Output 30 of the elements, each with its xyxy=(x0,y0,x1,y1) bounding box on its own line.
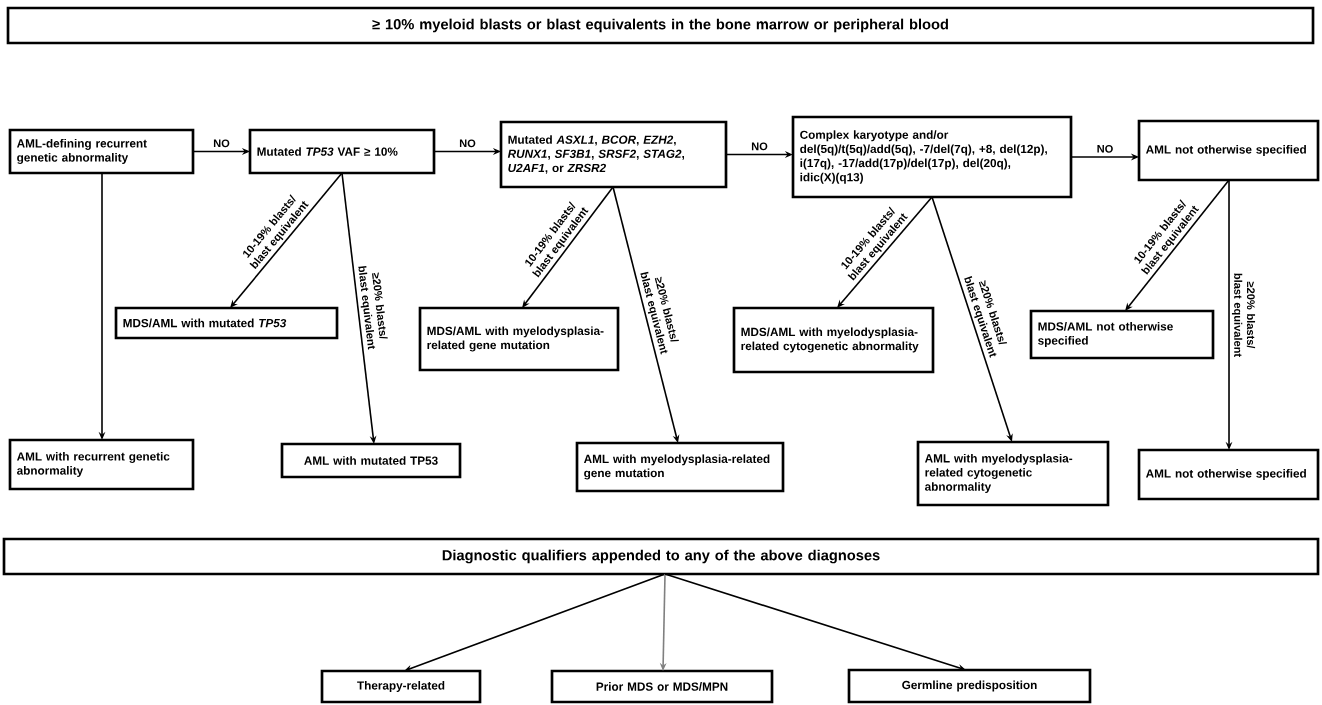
arrow xyxy=(404,573,666,672)
diagnosis-box: AML with recurrent genetic abnormality xyxy=(8,438,195,491)
diagnosis-box: Mutated ASXL1, BCOR, EZH2, RUNX1, SF3B1, SRSF2, STAG2, U2AF1, or ZRSR2 xyxy=(499,120,728,189)
diagnosis-box: AML not otherwise specified xyxy=(1137,119,1320,182)
diagnosis-box: AML with mutated TP53 xyxy=(280,442,462,479)
diagnosis-box: AML-defining recurrent genetic abnormality xyxy=(8,128,195,175)
arrow xyxy=(1125,179,1230,311)
diagnosis-box: MDS/AML with myelodysplasia-related cytogenetic abnormality xyxy=(732,306,935,374)
arrow xyxy=(837,196,933,308)
diagnosis-box: AML with myelodysplasia-related cytogenetic abnormality xyxy=(916,440,1110,507)
diagnosis-box: MDS/AML with myelodysplasia-related gene mutation xyxy=(418,306,620,372)
diagnosis-box: MDS/AML with mutated TP53 xyxy=(114,306,339,340)
diagnosis-box: Therapy-related xyxy=(320,669,482,704)
edge-label: NO xyxy=(751,142,768,151)
diagnosis-box: Prior MDS or MDS/MPN xyxy=(550,669,774,704)
edge-label: NO xyxy=(1097,144,1113,153)
diagnosis-box: Complex karyotype and/or del(5q)/t(5q)/add(5q), -7/del(7q), +8, del(12p), i(17q), -17/add(17p)/del(17p), del(20q), idic(X)(q13) xyxy=(791,115,1073,199)
diagnosis-box: Mutated TP53 VAF ≥ 10% xyxy=(248,128,436,175)
diagnosis-box: AML with myelodysplasia-related gene mutation xyxy=(575,441,785,493)
header-box: Diagnostic qualifiers appended to any of the above diagnoses xyxy=(2,537,1320,576)
arrow xyxy=(522,186,614,308)
diagnosis-box: MDS/AML not otherwise specified xyxy=(1029,309,1215,360)
diagnosis-box: AML not otherwise specified xyxy=(1137,448,1320,501)
edge-label: NO xyxy=(213,139,230,148)
header-box: ≥ 10% myeloid blasts or blast equivalents in the bone marrow or peripheral blood xyxy=(6,6,1315,45)
diagnosis-box: Germline predisposition xyxy=(847,668,1092,704)
edge-label: ≥20% blasts/ blast equivalent xyxy=(358,265,388,350)
edge-label: NO xyxy=(459,139,476,148)
arrow xyxy=(230,172,343,308)
edge-label: ≥20% blasts/ blast equivalent xyxy=(1231,273,1256,357)
